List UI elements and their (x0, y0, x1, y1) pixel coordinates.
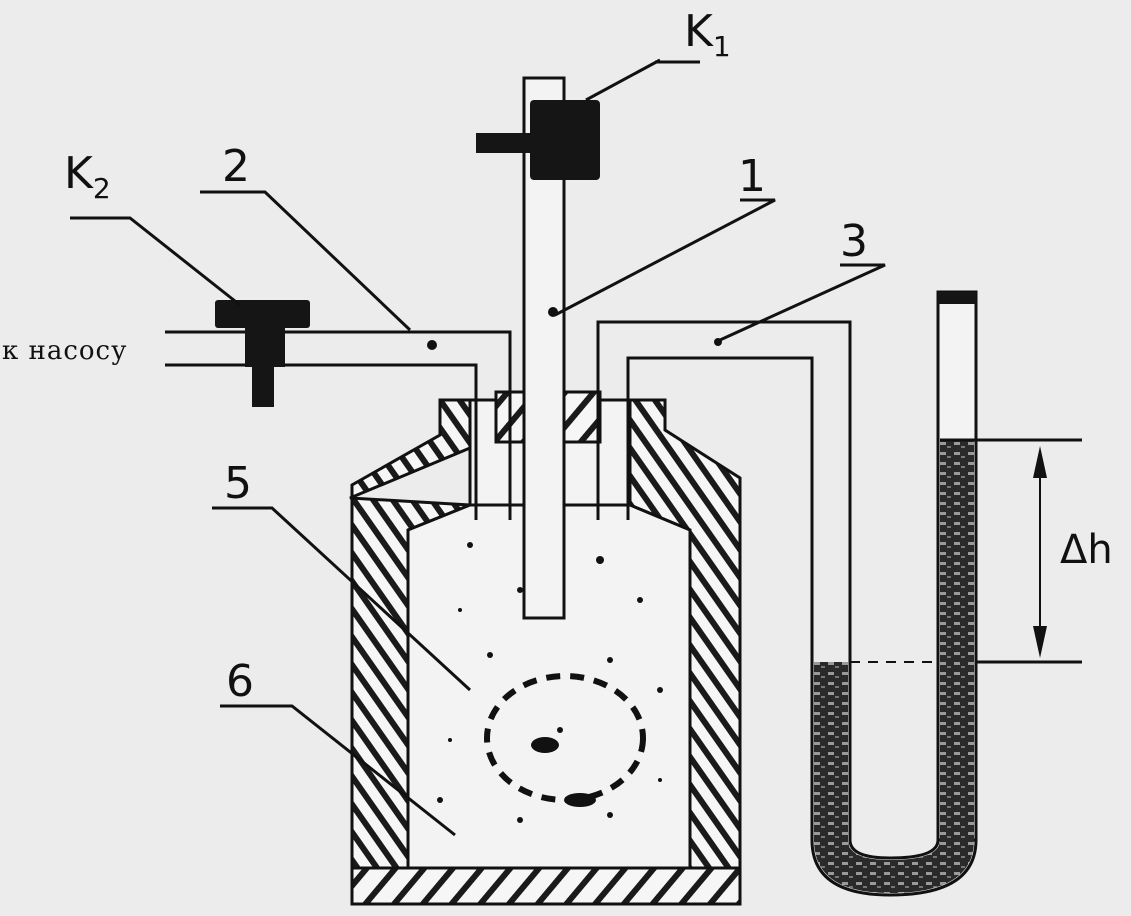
clamp-k2-label: K2 (64, 152, 111, 203)
clamp-k2-subscript: 2 (92, 172, 111, 205)
clamp-k2 (215, 300, 310, 407)
label-2: 2 (222, 141, 250, 192)
clamp-k2-letter: K (64, 148, 93, 199)
clamp-k1-letter: K (684, 6, 713, 57)
delta-h-label: Δh (1060, 527, 1113, 573)
manometer-liquid-right (940, 440, 974, 842)
leader-lines (70, 60, 886, 837)
clamp-k1-label: K1 (684, 10, 731, 61)
clamp-k1-subscript: 1 (712, 30, 731, 63)
label-1: 1 (738, 151, 766, 202)
vessel (349, 398, 742, 906)
specimen-ring (484, 673, 646, 807)
label-6: 6 (226, 656, 254, 707)
manometer-liquid-bend (814, 840, 974, 893)
label-3: 3 (840, 216, 868, 267)
to-pump-label: к насосу (2, 336, 128, 366)
label-5: 5 (224, 458, 252, 509)
manometer-liquid-left (814, 662, 848, 842)
vessel-bottom (350, 866, 742, 906)
chamber-specks (437, 542, 663, 823)
manometer (596, 290, 1082, 897)
clamp-k1 (476, 58, 661, 180)
